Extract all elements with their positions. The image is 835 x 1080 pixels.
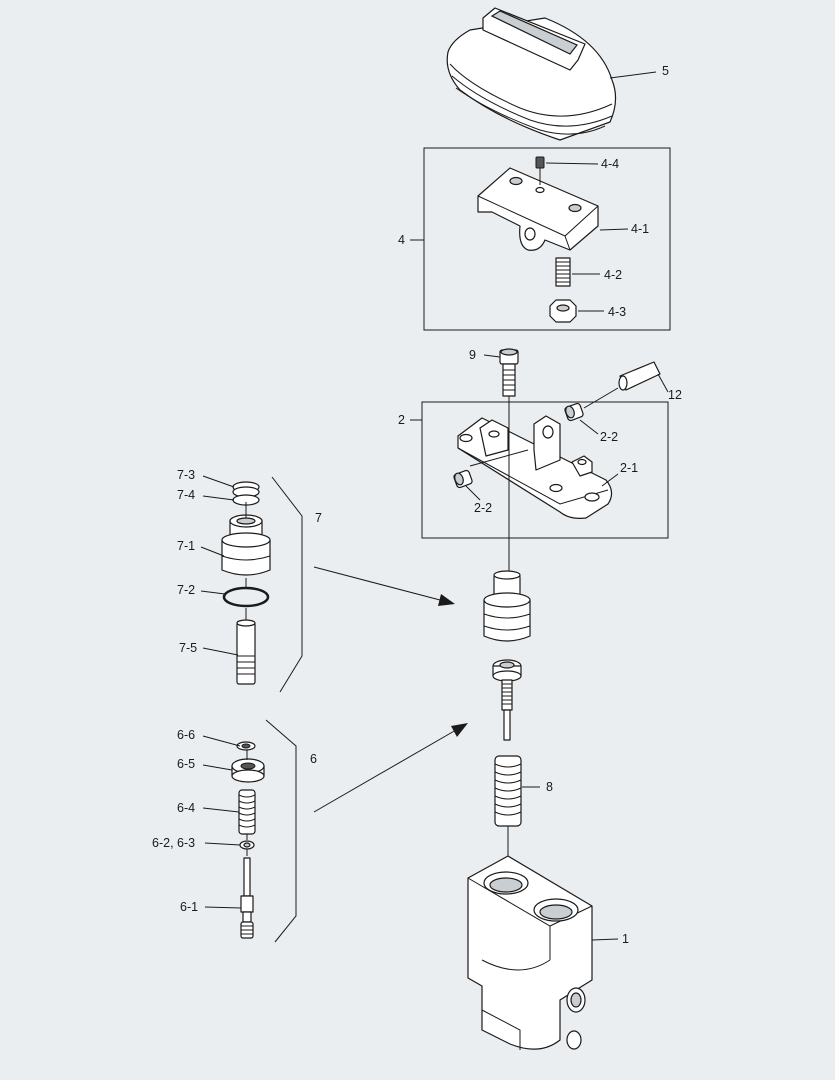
callout-2-2-upper: 2-2 [600, 430, 618, 444]
callout-12: 12 [668, 388, 682, 402]
callout-1: 1 [622, 932, 629, 946]
part-8-spring [494, 755, 522, 827]
part-2-1-bracket [457, 415, 613, 519]
part-6-6-clip [236, 741, 256, 751]
part-5-boot [446, 7, 617, 141]
center-plunger-assembly [483, 570, 531, 642]
callout-2-1: 2-1 [620, 461, 638, 475]
part-9-bolt [499, 348, 519, 397]
callout-6-6: 6-6 [177, 728, 195, 742]
part-6-5-seat [231, 758, 265, 783]
part-6-1-spool [240, 857, 254, 939]
callout-7-1: 7-1 [177, 539, 195, 553]
leader-lines [200, 71, 669, 941]
part-1-valve-body [467, 855, 593, 1050]
callout-8: 8 [546, 780, 553, 794]
callout-6-1: 6-1 [180, 900, 198, 914]
bracket-7 [271, 476, 303, 693]
callout-9: 9 [469, 348, 476, 362]
callout-2: 2 [398, 413, 405, 427]
callout-6-4: 6-4 [177, 801, 195, 815]
part-4-3-nut [549, 299, 577, 323]
part-6-4-spring [238, 789, 256, 835]
part-4-2-stud [555, 257, 571, 287]
part-6-2-6-3-washer [239, 840, 255, 850]
part-12-pin [618, 361, 661, 391]
callout-7-2: 7-2 [177, 583, 195, 597]
callout-2-2-lower: 2-2 [474, 501, 492, 515]
callout-7-5: 7-5 [179, 641, 197, 655]
callout-4-4: 4-4 [601, 157, 619, 171]
part-2-2-bushing-upper [564, 402, 584, 422]
assembly-2-frame [421, 401, 669, 539]
callout-7-3: 7-3 [177, 468, 195, 482]
callout-7-4: 7-4 [177, 488, 195, 502]
assembly-4-frame [423, 147, 671, 331]
callout-5: 5 [662, 64, 669, 78]
arrow-7-to-assembly [313, 566, 455, 606]
callout-4-1: 4-1 [631, 222, 649, 236]
part-7-1-housing [221, 514, 271, 576]
bracket-6 [265, 719, 297, 943]
callout-6-5: 6-5 [177, 757, 195, 771]
center-spring-assembly [492, 659, 522, 741]
callout-4: 4 [398, 233, 405, 247]
part-4-1-lever-block [477, 167, 599, 251]
callout-6-2-6-3: 6-2, 6-3 [152, 836, 195, 850]
arrow-6-to-assembly [313, 723, 468, 813]
callout-4-2: 4-2 [604, 268, 622, 282]
callout-6: 6 [310, 752, 317, 766]
part-2-2-bushing-lower [453, 469, 473, 489]
callout-7: 7 [315, 511, 322, 525]
part-4-4-set-screw [535, 156, 545, 169]
callout-4-3: 4-3 [608, 305, 626, 319]
part-7-5-plunger [236, 619, 256, 685]
part-7-2-o-ring [222, 586, 270, 608]
